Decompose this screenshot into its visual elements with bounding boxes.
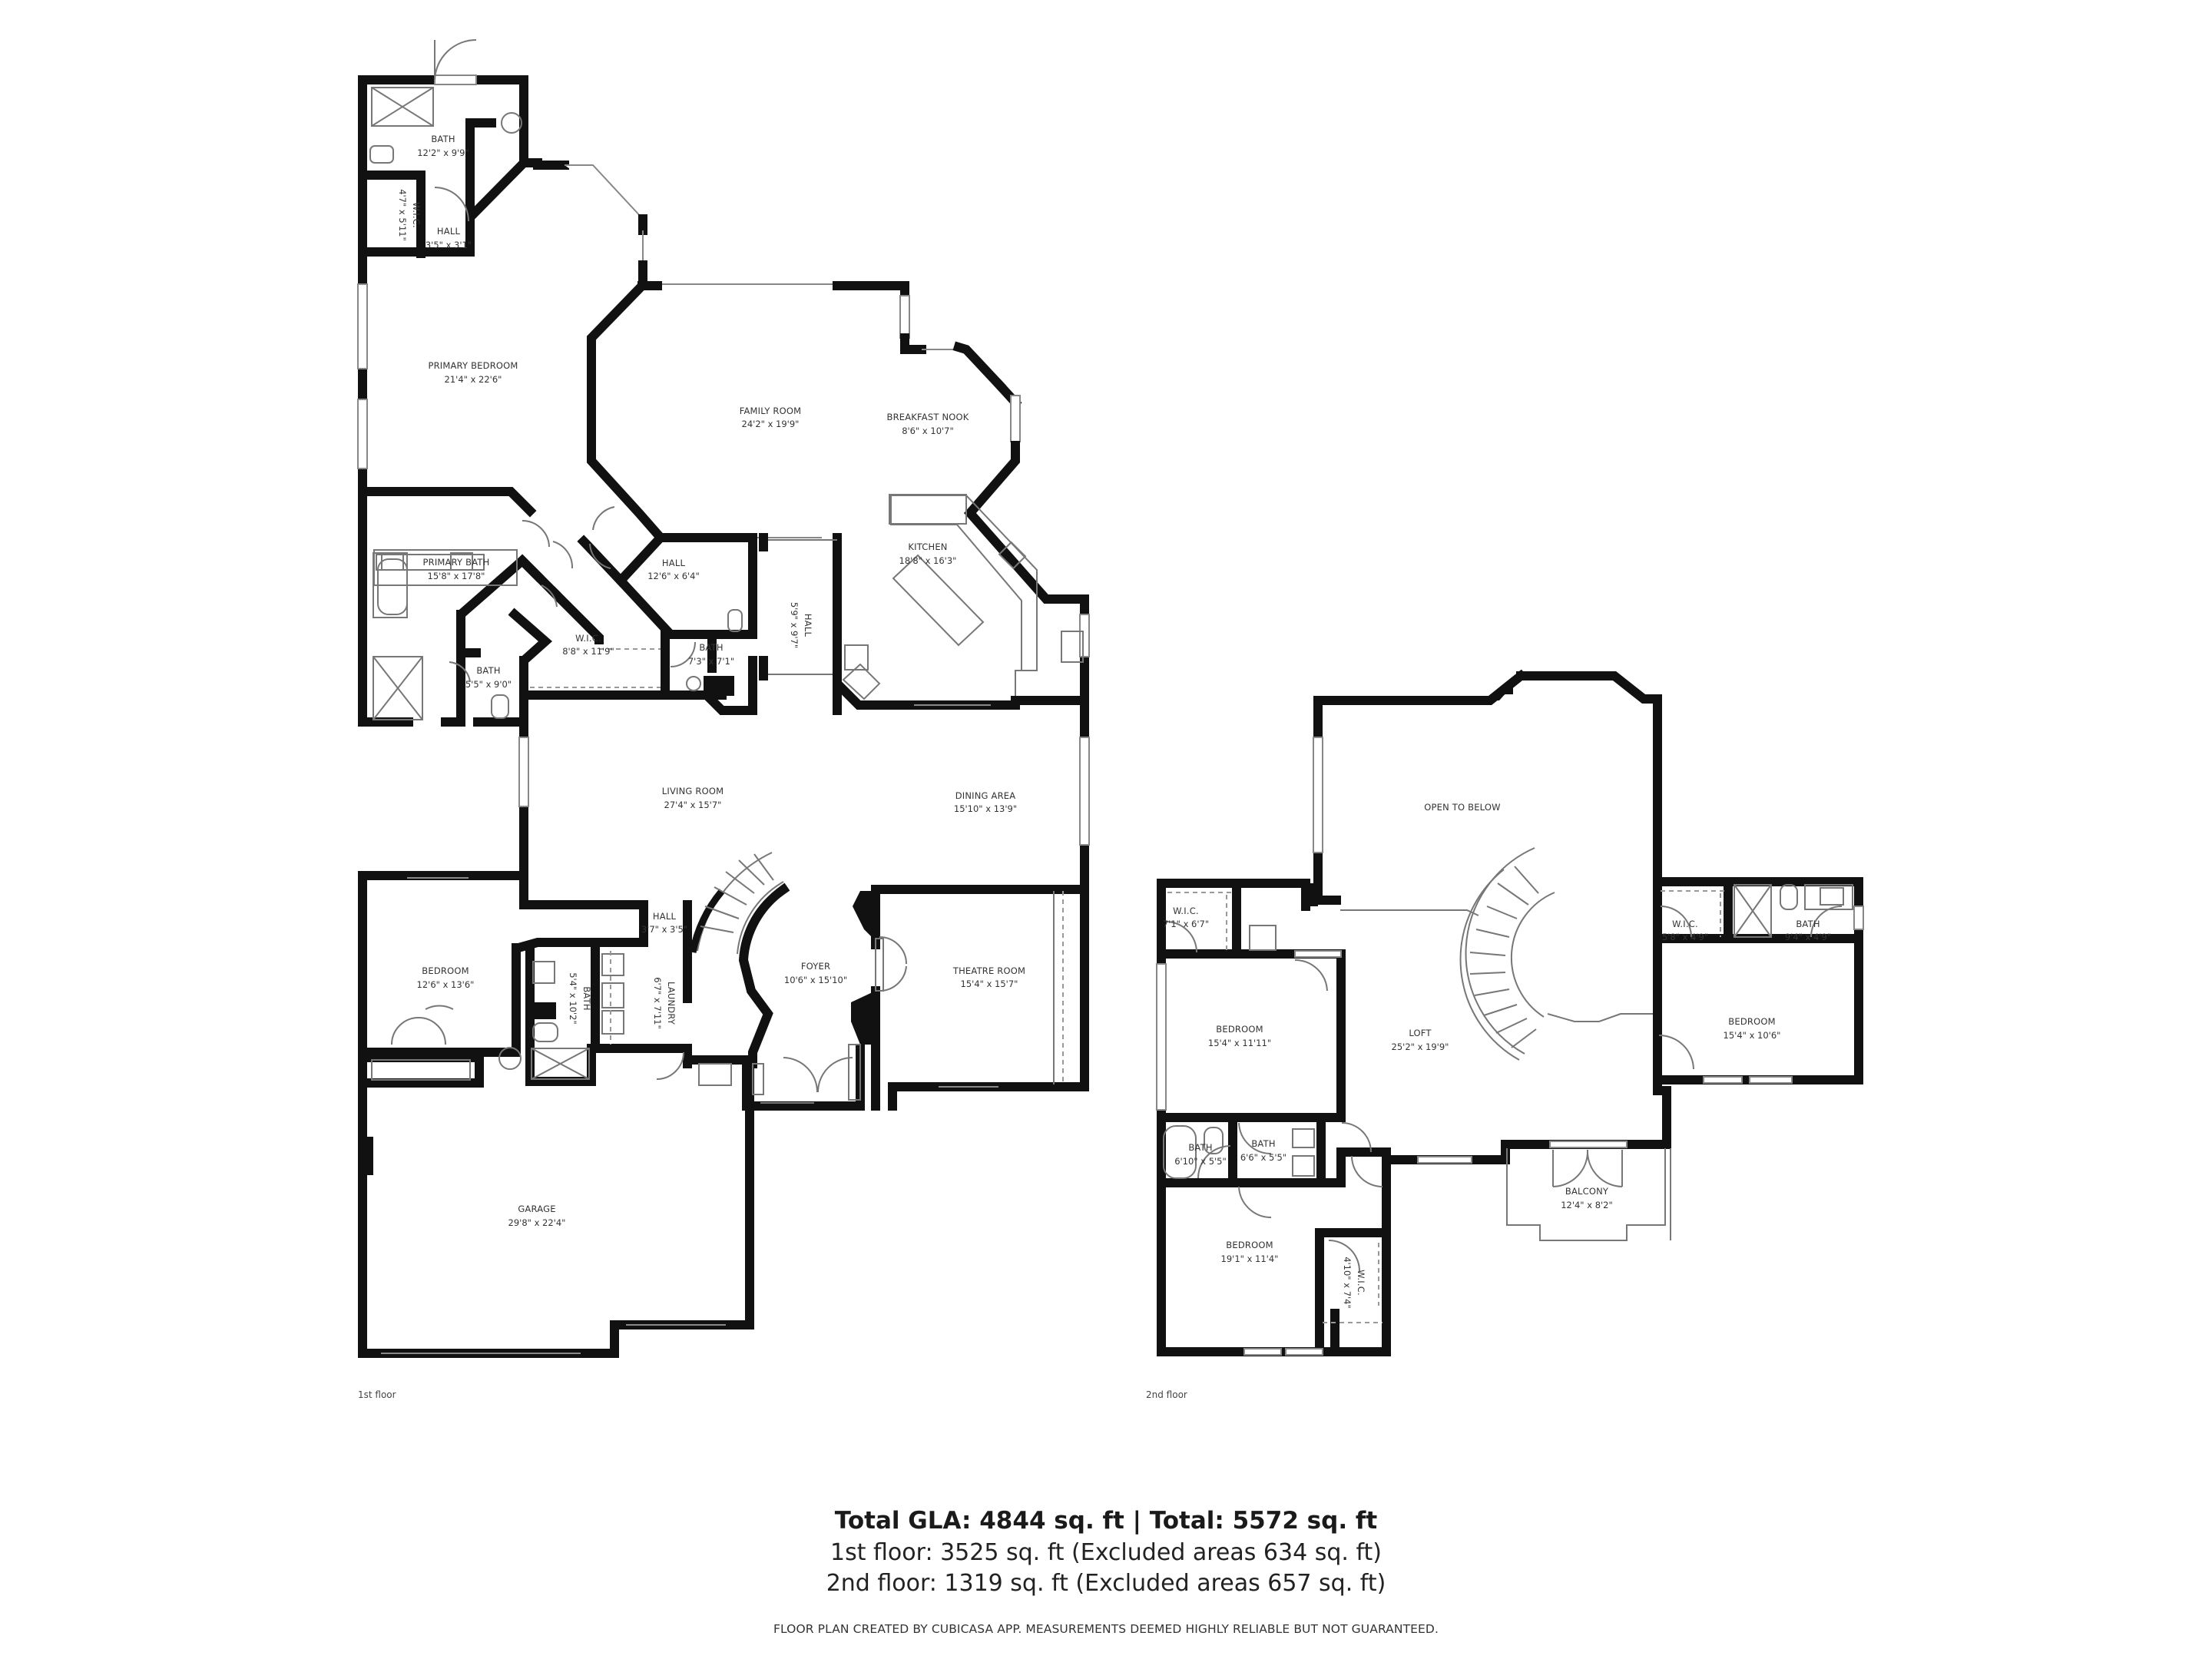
walls-open-to-below bbox=[1306, 669, 1662, 916]
walls-bedroom-laundry bbox=[358, 871, 751, 1088]
room-label: BATH bbox=[476, 665, 500, 676]
room-label: LIVING ROOM bbox=[662, 786, 724, 796]
room-label: BATH bbox=[1188, 1142, 1212, 1153]
room-label: HALL bbox=[653, 911, 677, 922]
room-labels-second-floor: OPEN TO BELOW W.I.C. 7'1" x 6'7" W.I.C. … bbox=[1163, 802, 1831, 1309]
room-dims: 7'3" x 7'1" bbox=[688, 656, 734, 667]
room-label: BEDROOM bbox=[1216, 1024, 1263, 1035]
room-label: HALL bbox=[803, 614, 813, 637]
room-label: BATH bbox=[1251, 1138, 1275, 1149]
walls-primary-bedroom bbox=[357, 283, 628, 588]
room-dims: 15'8" x 17'8" bbox=[428, 571, 485, 581]
total-area-summary: Total GLA: 4844 sq. ft | Total: 5572 sq.… bbox=[834, 1507, 1378, 1535]
room-dims: 12'2" x 9'9" bbox=[417, 147, 469, 158]
room-dims: 24'2" x 19'9" bbox=[742, 419, 800, 429]
room-label: BEDROOM bbox=[1226, 1240, 1273, 1250]
room-label: OPEN TO BELOW bbox=[1424, 802, 1500, 813]
walls-loft-balcony bbox=[1382, 1086, 1671, 1241]
room-dims: 7'1" x 6'7" bbox=[1163, 919, 1209, 929]
room-labels-first-floor: BATH 12'2" x 9'9" W.I.C. 4'7" x 5'11" HA… bbox=[397, 134, 1025, 1228]
room-label: BEDROOM bbox=[422, 965, 469, 976]
second-floor-area: 2nd floor: 1319 sq. ft (Excluded areas 6… bbox=[826, 1570, 1386, 1597]
second-floor-plan: 2nd floor bbox=[1146, 669, 1864, 1400]
room-label: BATH bbox=[699, 642, 723, 653]
walls-primary-bath bbox=[358, 487, 842, 727]
room-label: LOFT bbox=[1409, 1028, 1432, 1038]
room-dims: 18'8" x 16'3" bbox=[899, 555, 957, 566]
room-dims: 4'10" x 7'4" bbox=[1342, 1257, 1353, 1309]
room-dims: 29'8" x 22'4" bbox=[508, 1217, 566, 1228]
spiral-staircase-first-floor bbox=[689, 852, 784, 955]
room-label: PRIMARY BATH bbox=[423, 557, 490, 568]
room-dims: 27'4" x 15'7" bbox=[664, 800, 722, 810]
room-dims: 6'7" x 7'11" bbox=[652, 977, 663, 1029]
room-dims: 12'6" x 13'6" bbox=[417, 979, 475, 990]
room-label: BATH bbox=[431, 134, 455, 144]
room-label: HALL bbox=[662, 558, 686, 568]
room-dims: 5'8" x 4'9" bbox=[1662, 932, 1708, 942]
room-dims: 10'6" x 15'10" bbox=[784, 975, 847, 985]
room-label: FAMILY ROOM bbox=[740, 406, 802, 416]
room-dims: 19'1" x 11'4" bbox=[1221, 1253, 1279, 1264]
room-dims: 12'4" x 8'2" bbox=[1561, 1200, 1613, 1210]
room-dims: 8'6" x 10'7" bbox=[902, 426, 954, 436]
room-dims: 5'9" x 9'7" bbox=[789, 602, 800, 648]
room-label: BEDROOM bbox=[1728, 1016, 1775, 1027]
room-label: BREAKFAST NOOK bbox=[886, 412, 969, 422]
room-label: KITCHEN bbox=[908, 541, 947, 552]
room-dims: 3'7" x 3'5" bbox=[641, 924, 687, 935]
walls-second-floor-right bbox=[1653, 877, 1864, 1095]
room-label: W.I.C. bbox=[1356, 1270, 1366, 1296]
floor-label-second: 2nd floor bbox=[1146, 1389, 1187, 1400]
room-label: W.I.C. bbox=[1672, 919, 1698, 929]
room-label: BALCONY bbox=[1565, 1186, 1609, 1197]
room-dims: 6'10" x 5'5" bbox=[1174, 1156, 1227, 1167]
room-dims: 8'8" x 11'9" bbox=[562, 646, 614, 657]
room-dims: 4'7" x 5'11" bbox=[397, 189, 408, 241]
room-label: HALL bbox=[437, 226, 461, 237]
room-dims: 3'5" x 3'1" bbox=[426, 240, 472, 250]
walls-hall-corridor bbox=[759, 533, 837, 680]
room-label: THEATRE ROOM bbox=[952, 965, 1025, 976]
room-label: W.I.C. bbox=[411, 202, 422, 228]
disclaimer: FLOOR PLAN CREATED BY CUBICASA APP. MEAS… bbox=[773, 1622, 1439, 1636]
kitchen-fixtures bbox=[833, 494, 1089, 734]
floor-label-first: 1st floor bbox=[358, 1389, 396, 1400]
room-label: FOYER bbox=[801, 961, 830, 972]
room-dims: 9'4" x 4'9" bbox=[1785, 932, 1831, 942]
room-dims: 21'4" x 22'6" bbox=[445, 374, 502, 385]
walls-bay-window bbox=[565, 164, 647, 281]
walls-theatre-room bbox=[871, 885, 1089, 1111]
room-dims: 15'4" x 11'11" bbox=[1208, 1038, 1271, 1048]
room-dims: 6'6" x 5'5" bbox=[1240, 1152, 1286, 1163]
walls-foyer bbox=[738, 882, 907, 1111]
room-label: BATH bbox=[1796, 919, 1820, 929]
first-floor-area: 1st floor: 3525 sq. ft (Excluded areas 6… bbox=[830, 1539, 1382, 1566]
room-label: GARAGE bbox=[518, 1204, 555, 1214]
room-dims: 15'10" x 13'9" bbox=[954, 803, 1017, 814]
first-floor-plan: 1st floor bbox=[357, 39, 1090, 1400]
door-swings-first-floor bbox=[449, 506, 696, 683]
room-dims: 15'4" x 15'7" bbox=[961, 979, 1018, 989]
spiral-staircase-second-floor bbox=[1459, 847, 1653, 1061]
room-dims: 12'6" x 6'4" bbox=[647, 571, 700, 581]
walls-garage bbox=[358, 1055, 764, 1358]
room-label: LAUNDRY bbox=[666, 982, 677, 1025]
room-dims: 5'4" x 10'2" bbox=[568, 972, 578, 1025]
room-dims: 15'4" x 10'6" bbox=[1724, 1030, 1781, 1041]
walls-second-floor-left bbox=[1156, 879, 1391, 1356]
room-label: PRIMARY BEDROOM bbox=[428, 360, 518, 371]
room-dims: 5'5" x 9'0" bbox=[465, 679, 512, 690]
room-label: W.I.C. bbox=[575, 633, 601, 644]
room-label: DINING AREA bbox=[955, 790, 1016, 801]
room-label: W.I.C. bbox=[1173, 906, 1199, 916]
walls-family-room bbox=[587, 279, 1090, 734]
room-dims: 25'2" x 19'9" bbox=[1392, 1041, 1449, 1052]
room-label: BATH bbox=[581, 986, 592, 1010]
